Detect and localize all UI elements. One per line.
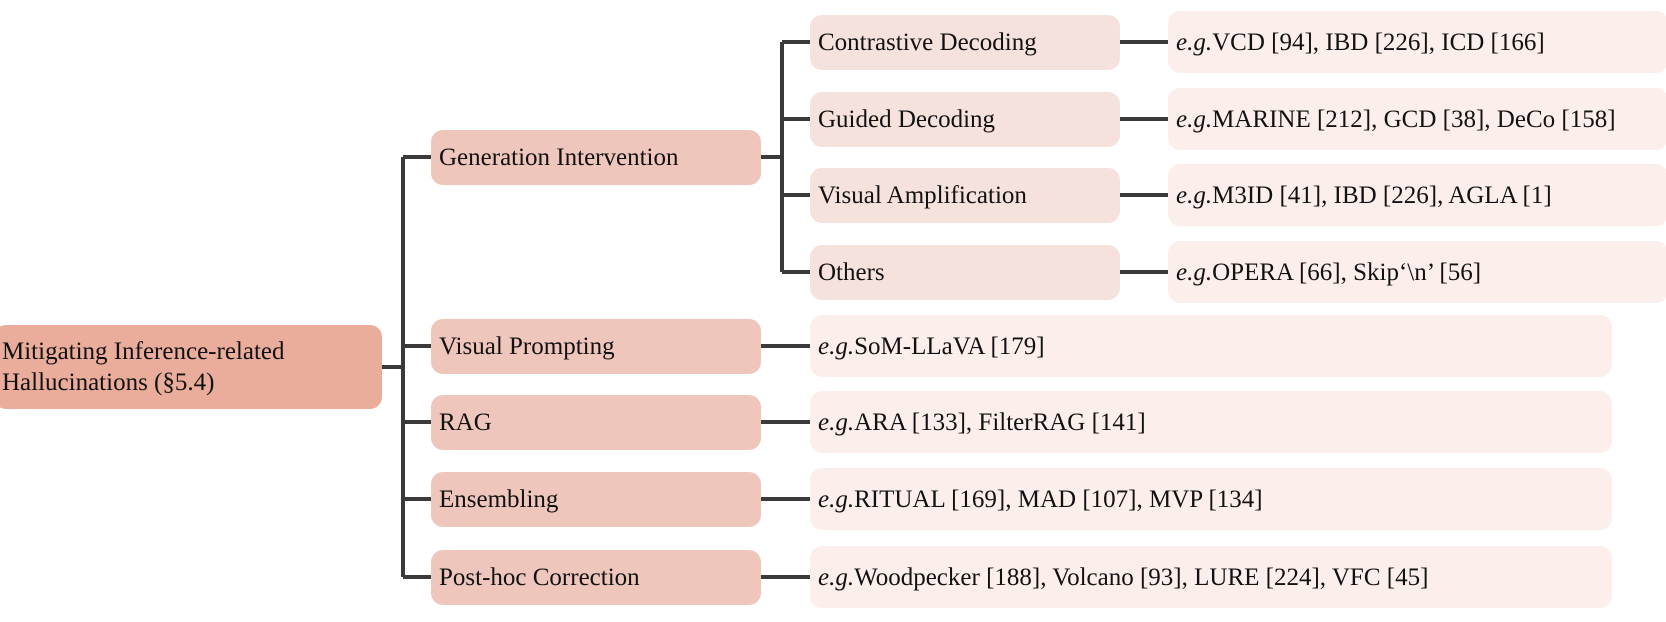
subcategory-label: Guided Decoding xyxy=(818,106,996,133)
examples-guided-decoding: e.g.MARINE [212], GCD [38], DeCo [158] xyxy=(1168,88,1666,150)
subcategory-others: Others xyxy=(810,245,1120,300)
category-label: RAG xyxy=(439,409,492,436)
subcategory-label: Visual Amplification xyxy=(818,182,1027,209)
root-node: Mitigating Inference-related Hallucinati… xyxy=(0,325,382,409)
examples-visual-prompting: e.g.SoM-LLaVA [179] xyxy=(810,315,1612,377)
examples-text: ARA [133], FilterRAG [141] xyxy=(854,408,1146,436)
eg-prefix: e.g. xyxy=(1176,28,1213,56)
category-visual-prompting: Visual Prompting xyxy=(431,319,761,374)
eg-prefix: e.g. xyxy=(818,332,855,360)
eg-prefix: e.g. xyxy=(1176,105,1213,133)
eg-prefix: e.g. xyxy=(818,563,855,591)
root-label: Mitigating Inference-related Hallucinati… xyxy=(2,338,285,396)
examples-ensembling: e.g.RITUAL [169], MAD [107], MVP [134] xyxy=(810,468,1612,530)
eg-prefix: e.g. xyxy=(818,408,855,436)
examples-contrastive-decoding: e.g.VCD [94], IBD [226], ICD [166] xyxy=(1168,11,1666,73)
examples-text: MARINE [212], GCD [38], DeCo [158] xyxy=(1212,105,1616,133)
subcategory-label: Others xyxy=(818,259,885,286)
examples-text: M3ID [41], IBD [226], AGLA [1] xyxy=(1212,181,1552,209)
eg-prefix: e.g. xyxy=(1176,181,1213,209)
eg-prefix: e.g. xyxy=(818,485,855,513)
examples-rag: e.g.ARA [133], FilterRAG [141] xyxy=(810,391,1612,453)
subcategory-contrastive-decoding: Contrastive Decoding xyxy=(810,15,1120,70)
examples-text: OPERA [66], Skip‘\n’ [56] xyxy=(1212,258,1482,286)
examples-text: Woodpecker [188], Volcano [93], LURE [22… xyxy=(854,563,1429,591)
examples-others: e.g.OPERA [66], Skip‘\n’ [56] xyxy=(1168,241,1666,303)
examples-text: SoM-LLaVA [179] xyxy=(854,332,1045,360)
subcategory-guided-decoding: Guided Decoding xyxy=(810,92,1120,147)
eg-prefix: e.g. xyxy=(1176,258,1213,286)
examples-visual-amplification: e.g.M3ID [41], IBD [226], AGLA [1] xyxy=(1168,164,1666,226)
category-rag: RAG xyxy=(431,395,761,450)
subcategory-label: Contrastive Decoding xyxy=(818,29,1037,56)
category-label: Generation Intervention xyxy=(439,144,679,171)
category-label: Ensembling xyxy=(439,486,559,513)
category-generation-intervention: Generation Intervention xyxy=(431,130,761,185)
category-label: Post-hoc Correction xyxy=(439,564,640,591)
examples-text: VCD [94], IBD [226], ICD [166] xyxy=(1212,28,1545,56)
subcategory-visual-amplification: Visual Amplification xyxy=(810,168,1120,223)
examples-text: RITUAL [169], MAD [107], MVP [134] xyxy=(854,485,1263,513)
category-post-hoc-correction: Post-hoc Correction xyxy=(431,550,761,605)
examples-post-hoc-correction: e.g.Woodpecker [188], Volcano [93], LURE… xyxy=(810,546,1612,608)
category-ensembling: Ensembling xyxy=(431,472,761,527)
category-label: Visual Prompting xyxy=(439,333,615,360)
